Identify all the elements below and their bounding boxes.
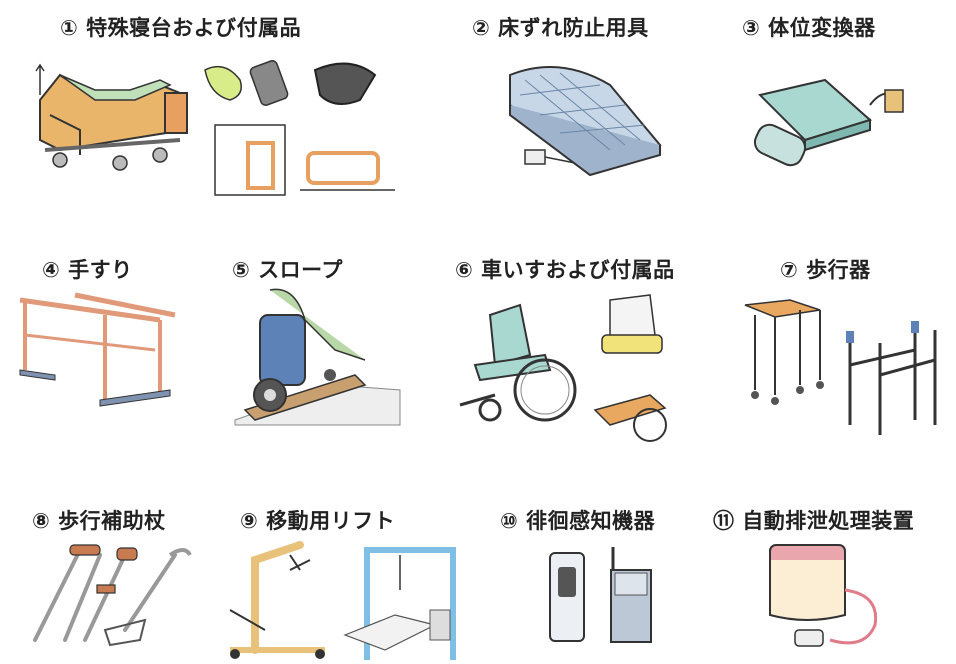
label-slope: ⑤ スロープ (232, 258, 343, 282)
label-walker: ⑦ 歩行器 (780, 258, 871, 282)
special-bed-icon (35, 63, 188, 171)
wandering-sensor-icon (549, 547, 652, 643)
label-patient-lift: ⑨ 移動用リフト (240, 509, 396, 533)
handrail-icon (19, 292, 176, 407)
label-pressure-mattress: ② 床ずれ防止用具 (472, 16, 649, 40)
pressure-mattress-icon (509, 66, 662, 177)
label-walking-cane: ⑧ 歩行補助杖 (32, 509, 166, 533)
label-position-changer: ③ 体位変換器 (742, 16, 876, 40)
label-wheelchair: ⑥ 車いすおよび付属品 (455, 258, 675, 282)
position-changer-icon (753, 78, 904, 167)
wheelchair-icon (459, 303, 577, 422)
label-wandering-sensor: ⑩ 徘徊感知機器 (500, 509, 656, 533)
slope-icon (234, 288, 401, 426)
walker-icon (744, 299, 937, 435)
auto-excretion-device-icon (769, 544, 878, 647)
label-handrail: ④ 手すり (42, 258, 133, 282)
label-auto-excretion-device: ⑪ 自動排泄処理装置 (713, 509, 915, 533)
patient-lift-icon (229, 541, 325, 659)
ceiling-lift-icon (343, 540, 460, 660)
label-special-bed: ① 特殊寝台および付属品 (60, 16, 302, 40)
walking-cane-icon (33, 544, 192, 647)
wheelchair-accessories-icon (593, 294, 667, 442)
bed-accessories-icon (204, 60, 395, 196)
